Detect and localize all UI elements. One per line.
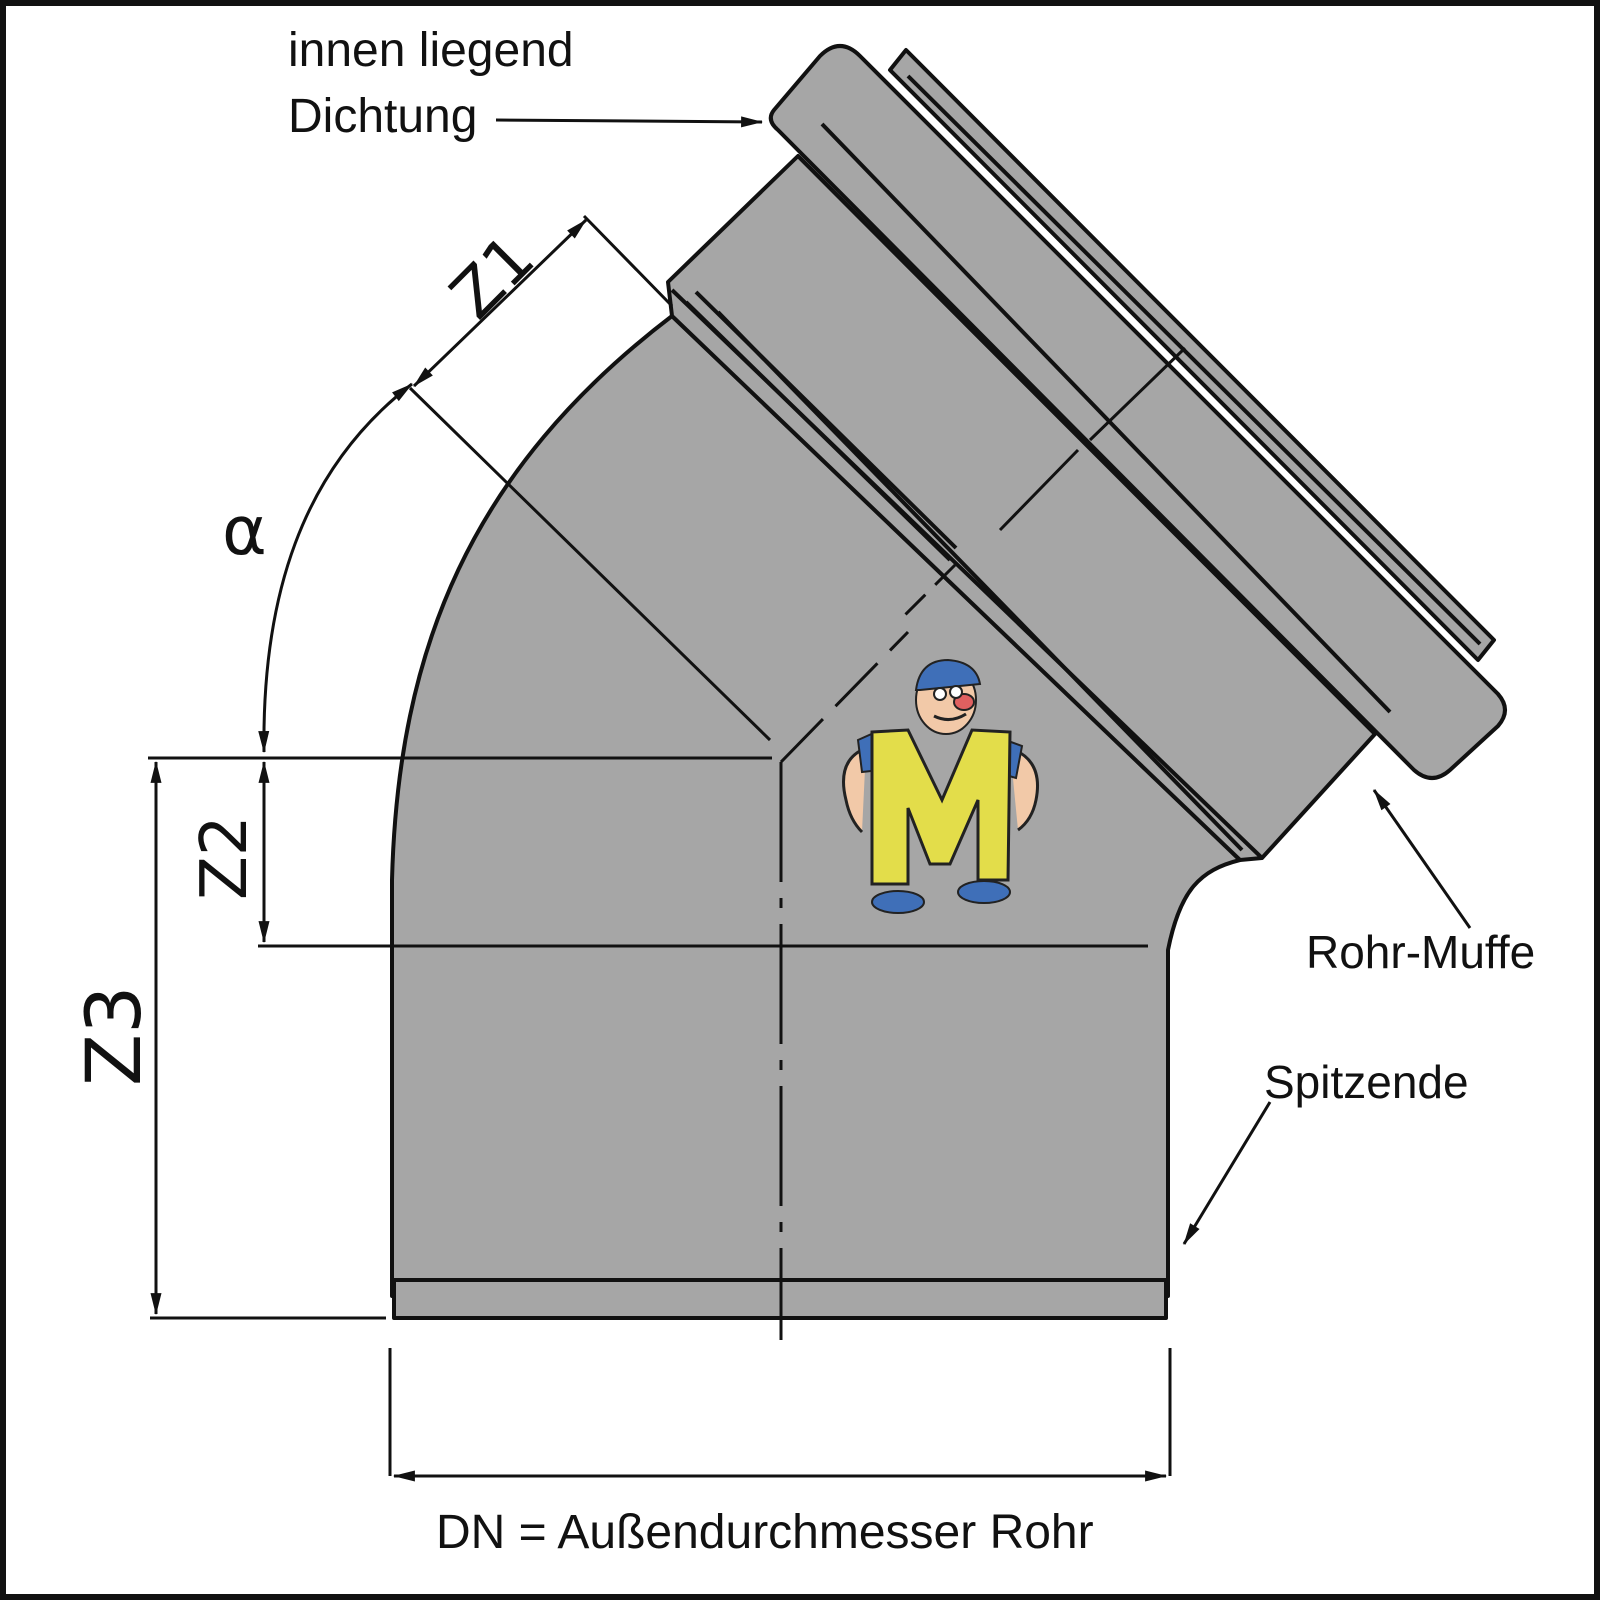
spigot-label: Spitzende xyxy=(1264,1056,1469,1108)
fitting-detail-lines xyxy=(392,74,1482,1340)
z2-label: Z2 xyxy=(188,815,262,900)
spigot-leader xyxy=(1182,1101,1272,1245)
handyman-mascot-icon xyxy=(842,658,1039,914)
dn-label: DN = Außendurchmesser Rohr xyxy=(436,1506,1094,1559)
z3-label: Z3 xyxy=(69,986,158,1086)
seal-label-line1: innen liegend xyxy=(288,24,574,77)
dimension-lines xyxy=(148,214,1172,1482)
leader-arrows xyxy=(495,116,1472,1245)
seal-leader xyxy=(495,116,764,128)
socket-leader xyxy=(1372,789,1472,929)
alpha-label: α xyxy=(222,492,267,571)
seal-label-line2: Dichtung xyxy=(288,90,477,143)
socket-label: Rohr-Muffe xyxy=(1306,926,1535,978)
z1-label: Z1 xyxy=(437,221,549,333)
